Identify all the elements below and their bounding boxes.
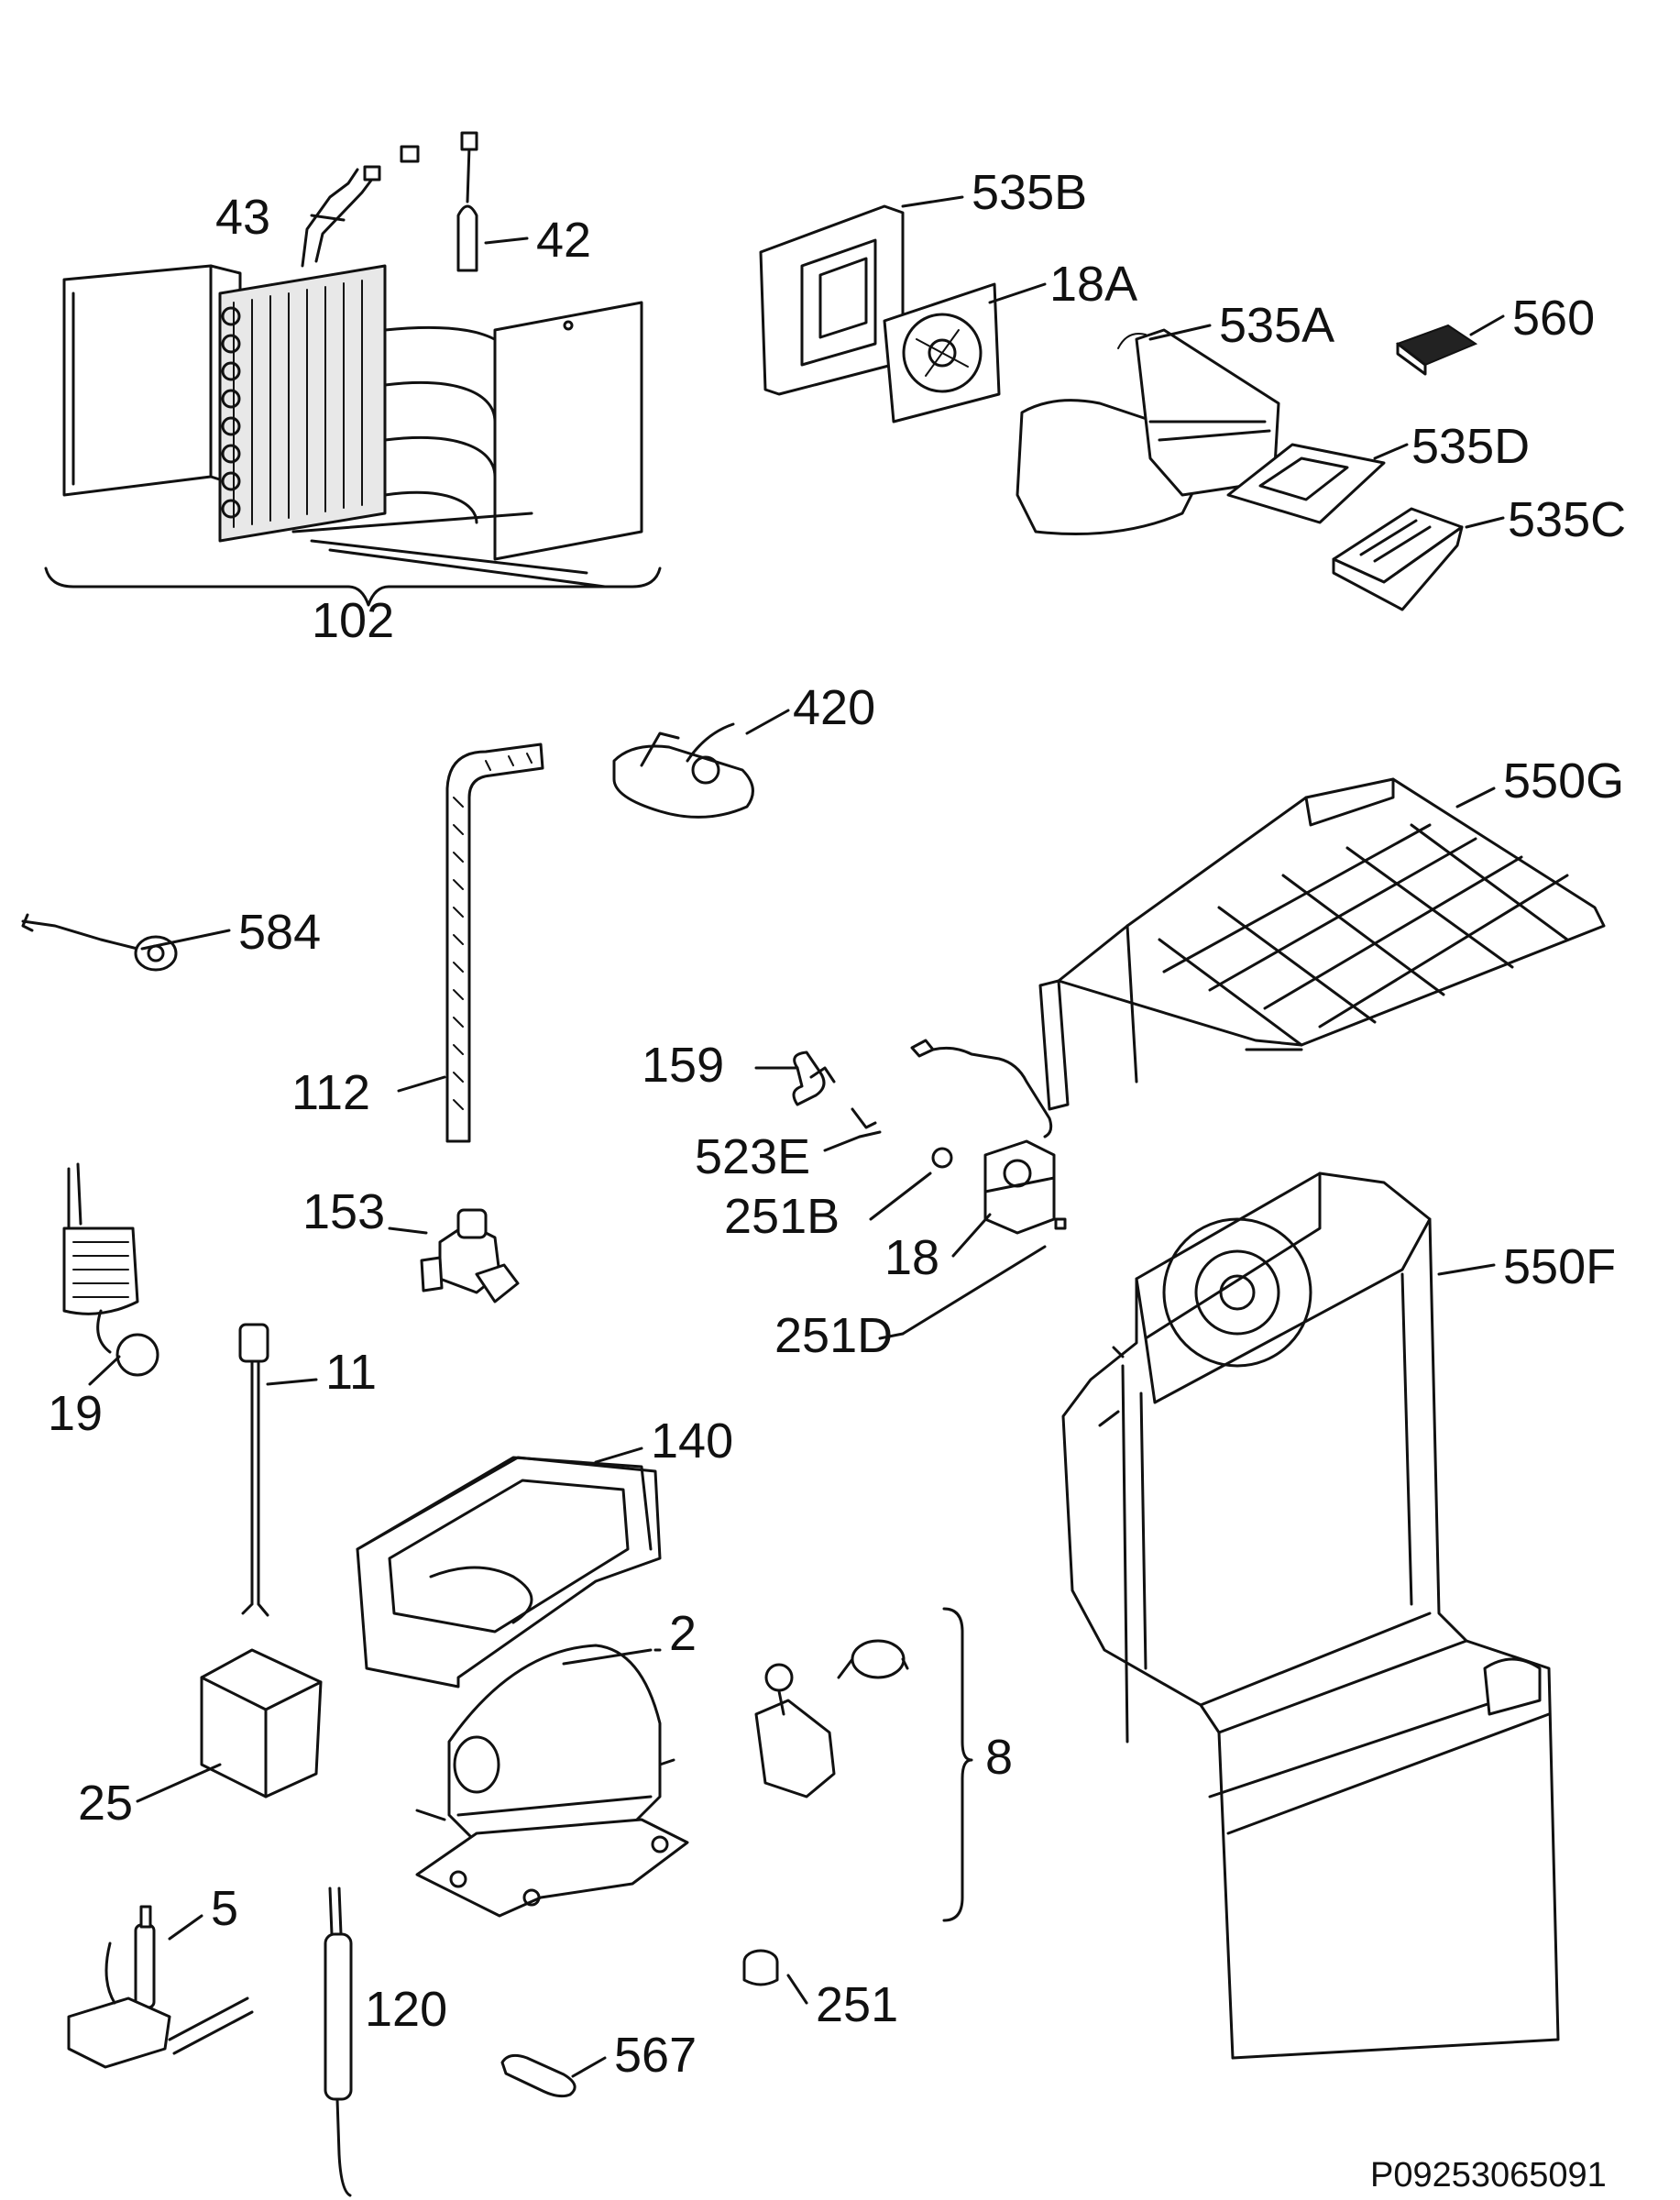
fan-motor-group-drawing	[792, 1039, 1067, 1336]
label-560: 560	[1512, 291, 1595, 346]
leader-lines	[88, 195, 1505, 2078]
heater-19-drawing	[62, 1162, 159, 1377]
label-18: 18	[884, 1230, 939, 1285]
clip-567-drawing	[500, 2053, 576, 2098]
label-112: 112	[291, 1065, 370, 1120]
label-140: 140	[651, 1414, 733, 1468]
label-159: 159	[642, 1038, 724, 1093]
relay-group-8-drawing	[754, 1607, 973, 1922]
label-2: 2	[669, 1606, 697, 1661]
label-11: 11	[325, 1345, 377, 1400]
label-550g: 550G	[1503, 754, 1624, 808]
label-5: 5	[211, 1881, 238, 1936]
filter-560-drawing	[1395, 324, 1478, 376]
label-535b: 535B	[972, 165, 1087, 220]
label-535a: 535A	[1219, 298, 1334, 353]
hose-112-drawing	[445, 742, 544, 1143]
label-18a: 18A	[1049, 257, 1137, 312]
grommet-251-drawing	[742, 1949, 779, 1986]
fan-cover-535b-drawing	[759, 204, 905, 396]
label-550f: 550F	[1503, 1239, 1616, 1294]
label-120: 120	[365, 1982, 447, 2037]
label-42: 42	[536, 213, 591, 268]
drier-120-drawing	[324, 1886, 353, 2197]
label-251: 251	[816, 1977, 898, 2032]
compressor-2-drawing	[415, 1644, 689, 1918]
label-251b: 251B	[724, 1189, 840, 1244]
label-43: 43	[215, 190, 270, 245]
housing-535a-drawing	[1016, 328, 1280, 535]
evaporator-assembly-drawing	[44, 131, 662, 607]
label-523e: 523E	[695, 1129, 810, 1184]
frame-535d-drawing	[1226, 443, 1386, 524]
capacitor-25-drawing	[200, 1648, 323, 1798]
part-labels: 43 42 102 535B 18A 535A 560 535D 535C 42…	[48, 165, 1626, 2194]
drawer-535c-drawing	[1332, 507, 1464, 611]
tray-140-drawing	[356, 1456, 662, 1688]
drawing-code: P09253065091	[1370, 2156, 1607, 2194]
thermostat-5-drawing	[67, 1905, 254, 2069]
sensor-584-drawing	[21, 913, 178, 972]
label-584: 584	[238, 905, 321, 960]
cover-550f-drawing	[1061, 1172, 1560, 2060]
label-153: 153	[302, 1184, 385, 1239]
label-19: 19	[48, 1386, 103, 1441]
label-535d: 535D	[1411, 419, 1530, 474]
shelf-550g-drawing	[1038, 777, 1606, 1111]
label-25: 25	[78, 1776, 133, 1831]
label-567: 567	[614, 2028, 697, 2083]
drain-420-drawing	[612, 722, 754, 819]
label-102: 102	[312, 593, 394, 648]
label-8: 8	[985, 1730, 1013, 1785]
thermostat-11-drawing	[238, 1323, 269, 1617]
label-535c: 535C	[1508, 492, 1626, 547]
label-420: 420	[793, 680, 875, 735]
valve-153-drawing	[420, 1208, 520, 1304]
fan-18a-drawing	[883, 282, 1001, 424]
label-251d: 251D	[774, 1308, 893, 1363]
